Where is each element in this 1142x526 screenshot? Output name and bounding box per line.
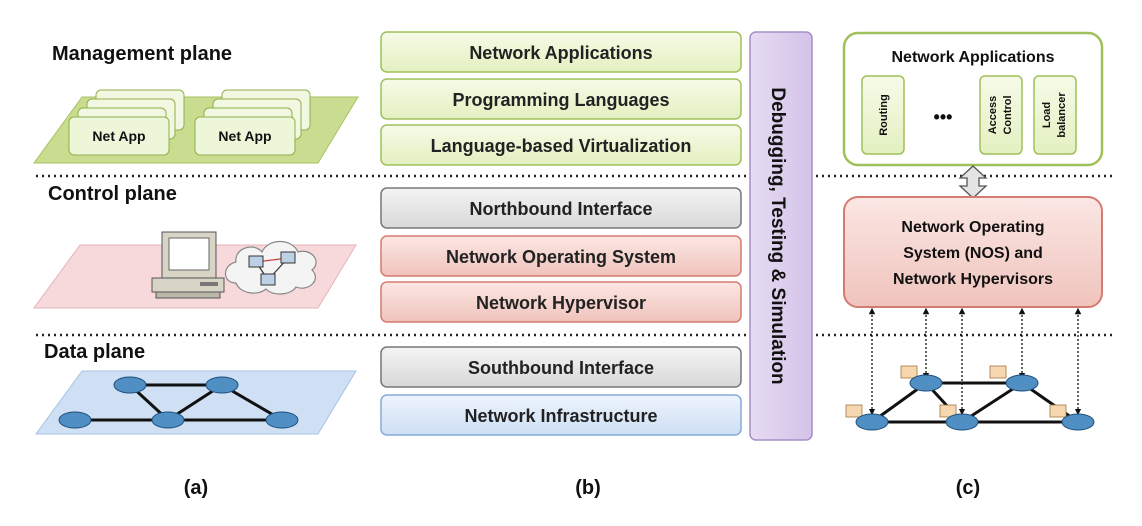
layer-label: Language-based Virtualization — [431, 136, 692, 156]
layer-language-based-virtualization: Language-based Virtualization — [380, 124, 742, 166]
caption-c: (c) — [956, 477, 980, 499]
app-access-control-label-1: Access — [987, 96, 999, 135]
cloud-network-icon — [224, 240, 317, 295]
app-load-balancer-label-2: balancer — [1056, 92, 1068, 138]
app-routing: Routing — [861, 75, 905, 155]
flow-table-icons — [845, 365, 1067, 418]
caption-a: (a) — [184, 477, 208, 499]
panel-c: Network Applications Routing ••• Access … — [842, 31, 1104, 499]
caption-b: (b) — [575, 477, 601, 499]
nos-line-2: System (NOS) and — [903, 245, 1043, 262]
net-app-stack-1: Net App — [68, 89, 185, 156]
management-plane-label: Management plane — [52, 43, 232, 65]
controller-computer-icon — [151, 231, 225, 299]
side-bar-label: Debugging, Testing & Simulation — [767, 87, 788, 384]
layer-programming-languages: Programming Languages — [380, 78, 742, 120]
network-applications-box: Network Applications Routing ••• Access … — [842, 31, 1104, 167]
app-access-control-label-2: Control — [1002, 95, 1014, 134]
app-load-balancer-label-1: Load — [1041, 102, 1053, 128]
southbound-arrows — [868, 307, 1082, 416]
layer-label: Southbound Interface — [468, 358, 654, 378]
nos-box: Network Operating System (NOS) and Netwo… — [843, 196, 1103, 308]
layer-label: Network Applications — [469, 43, 652, 63]
apps-title: Network Applications — [892, 49, 1055, 66]
layer-network-applications: Network Applications — [380, 31, 742, 73]
layer-network-hypervisor: Network Hypervisor — [380, 281, 742, 323]
net-app-label-1: Net App — [92, 128, 145, 144]
layer-network-infrastructure: Network Infrastructure — [380, 394, 742, 436]
layer-label: Northbound Interface — [470, 199, 653, 219]
panel-b: Network Applications Programming Languag… — [380, 31, 813, 499]
layer-label: Network Hypervisor — [476, 293, 646, 313]
debugging-testing-simulation-bar: Debugging, Testing & Simulation — [749, 31, 813, 441]
layer-label: Network Infrastructure — [464, 406, 657, 426]
control-plane-label: Control plane — [48, 183, 177, 205]
router-icons-a — [58, 376, 299, 429]
app-load-balancer: Load balancer — [1033, 75, 1077, 155]
nos-line-3: Network Hypervisors — [893, 271, 1053, 288]
nos-line-1: Network Operating — [901, 219, 1044, 236]
layer-northbound-interface: Northbound Interface — [380, 187, 742, 229]
app-access-control: Access Control — [979, 75, 1023, 155]
net-app-label-2: Net App — [218, 128, 271, 144]
data-plane-topology-c — [871, 381, 1079, 424]
apps-ellipsis: ••• — [934, 107, 953, 127]
router-icons-c — [855, 374, 1095, 431]
app-routing-label: Routing — [878, 94, 890, 136]
net-app-stack-2: Net App — [194, 89, 311, 156]
data-plane-label: Data plane — [44, 341, 145, 363]
layer-label: Network Operating System — [446, 247, 676, 267]
panel-a: Management plane Control plane Data plan… — [33, 43, 359, 499]
layer-southbound-interface: Southbound Interface — [380, 346, 742, 388]
layer-label: Programming Languages — [452, 90, 669, 110]
apps-nos-double-arrow — [958, 165, 988, 199]
layer-network-operating-system: Network Operating System — [380, 235, 742, 277]
